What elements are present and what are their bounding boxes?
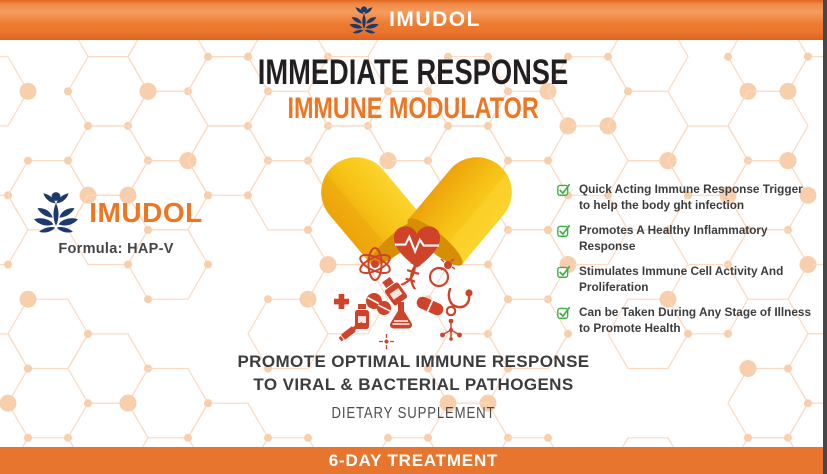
brand-name: IMUDOL (389, 8, 481, 31)
benefit-item: Promotes A Healthy Inflammatory Response (557, 223, 817, 254)
pouring-bottle-icon (382, 276, 408, 306)
imudol-logo-icon (346, 5, 382, 35)
dna-icon (400, 253, 426, 291)
virus-icon (428, 259, 455, 288)
syringe-icon (338, 321, 363, 342)
treatment-label: 6-DAY TREATMENT (328, 450, 499, 470)
checkbox-icon (557, 183, 571, 197)
benefit-item: Can be Taken During Any Stage of Illness… (557, 305, 817, 336)
tablets-icon (366, 293, 391, 315)
benefit-item: Quick Acting Immune Response Trigger to … (557, 182, 817, 213)
benefit-label: Quick Acting Immune Response Trigger to … (579, 182, 803, 212)
headline: IMMEDIATE RESPONSE IMMUNE MODULATOR (0, 53, 827, 125)
left-brand-name: IMUDOL (89, 196, 203, 228)
medical-cross-icon (334, 294, 349, 309)
top-brand-bar: IMUDOL (0, 0, 827, 40)
formula-label: Formula: HAP-V (58, 241, 174, 257)
left-brand-block: IMUDOL Formula: HAP-V (16, 190, 216, 257)
left-brand-logo: IMUDOL (16, 190, 216, 235)
headline-line1: IMMEDIATE RESPONSE (258, 53, 569, 92)
heart-ekg-icon (393, 226, 441, 268)
main-area: IMMEDIATE RESPONSE IMMUNE MODULATOR (0, 40, 827, 447)
stethoscope-icon (446, 288, 473, 316)
benefit-label: Stimulates Immune Cell Activity And Prol… (579, 264, 784, 294)
benefit-label: Promotes A Healthy Inflammatory Response (579, 223, 768, 253)
atom-icon (359, 247, 391, 281)
flask-icon (389, 302, 413, 329)
brand-logo: IMUDOL (346, 5, 481, 35)
molecule-icon (440, 319, 462, 341)
capsule-pill-icon (416, 296, 444, 316)
claim-line2: TO VIRAL & BACTERIAL PATHOGENS (253, 374, 574, 394)
sparkle-icon (379, 334, 394, 349)
checkbox-icon (557, 265, 571, 279)
headline-line2: IMMUNE MODULATOR (287, 91, 540, 125)
dietary-supplement-label: DIETARY SUPPLEMENT (331, 404, 496, 422)
right-edge-strip (823, 0, 827, 474)
benefit-item: Stimulates Immune Cell Activity And Prol… (557, 264, 817, 295)
treatment-bar: 6-DAY TREATMENT (0, 447, 827, 474)
footer-claim: PROMOTE OPTIMAL IMMUNE RESPONSE TO VIRAL… (0, 351, 827, 423)
benefit-list: Quick Acting Immune Response Trigger to … (557, 182, 817, 337)
claim-line1: PROMOTE OPTIMAL IMMUNE RESPONSE (237, 352, 590, 371)
capsule-graphic (295, 138, 540, 356)
checkbox-icon (557, 224, 571, 238)
imudol-logo-icon (29, 190, 83, 235)
checkbox-icon (557, 306, 571, 320)
benefit-label: Can be Taken During Any Stage of Illness… (579, 305, 812, 335)
